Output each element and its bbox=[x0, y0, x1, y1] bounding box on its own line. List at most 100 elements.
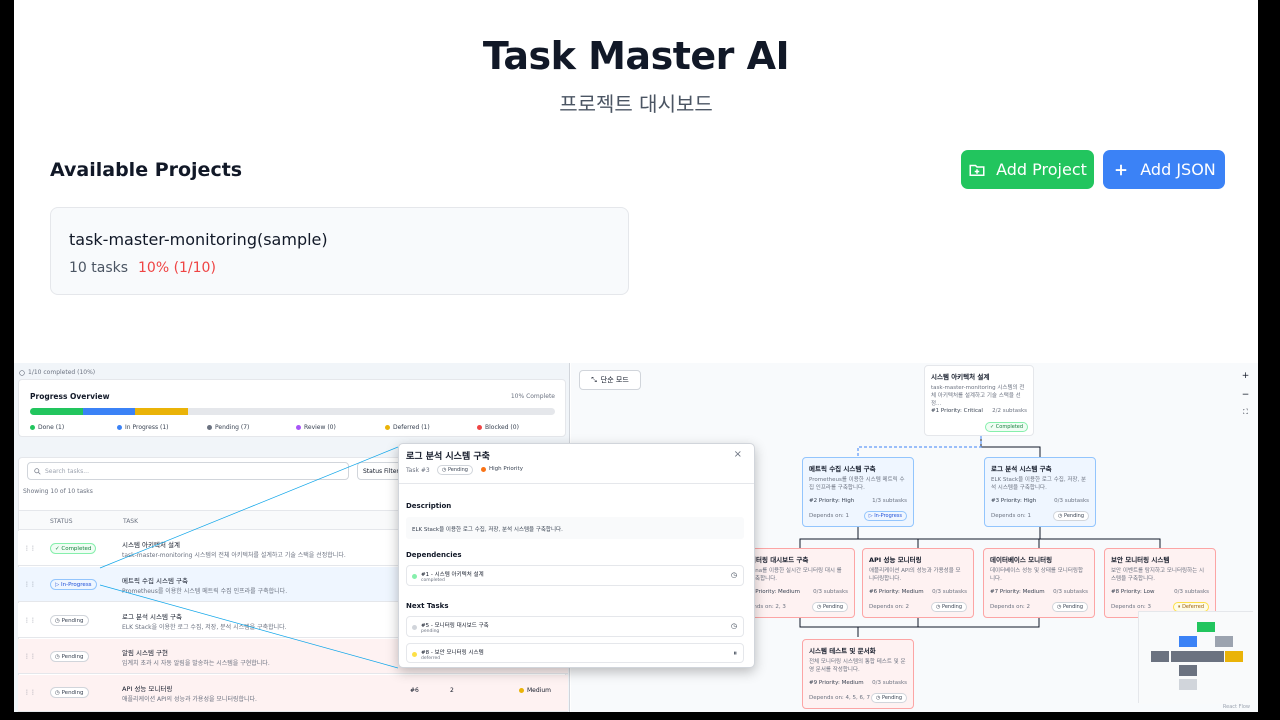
progress-bar-pending bbox=[135, 408, 188, 415]
status-badge: ◷ Pending bbox=[50, 687, 89, 698]
node-status-label: Pending bbox=[823, 604, 843, 610]
next-task-status: deferred bbox=[421, 656, 441, 661]
task-title: 알림 시스템 구현 bbox=[122, 649, 168, 657]
minimap[interactable] bbox=[1138, 611, 1254, 704]
node-depends: Depends on: 3 bbox=[1111, 604, 1152, 610]
next-task-item[interactable]: #5 - 모니터링 대시보드 구축 pending ◷ bbox=[406, 616, 744, 637]
node-subtasks: 0/3 subtasks bbox=[872, 680, 907, 686]
progress-overview-card: Progress Overview 10% Complete Done (1) … bbox=[18, 379, 566, 437]
status-badge-label: Pending bbox=[61, 689, 84, 696]
graph-node[interactable]: 시스템 테스트 및 문서화 전체 모니터링 시스템의 통합 테스트 및 운영 문… bbox=[802, 639, 914, 709]
modal-priority-label: High Priority bbox=[489, 466, 523, 472]
node-desc: Prometheus를 이용한 시스템 메트릭 수집 인프라를 구축합니다. bbox=[809, 477, 905, 491]
node-desc: task-master-monitoring 시스템의 전체 아키텍처를 설계하… bbox=[931, 385, 1025, 407]
node-depends: Depends on: 1 bbox=[991, 513, 1032, 519]
graph-node[interactable]: 메트릭 수집 시스템 구축 Prometheus를 이용한 시스템 메트릭 수집… bbox=[802, 457, 914, 527]
node-title: 시스템 아키텍처 설계 bbox=[931, 373, 990, 381]
node-status-label: Pending bbox=[942, 604, 962, 610]
legend-blocked: Blocked (0) bbox=[477, 424, 519, 431]
status-badge: ◷ Pending bbox=[50, 615, 89, 626]
simple-mode-button[interactable]: ⤡단순 모드 bbox=[579, 370, 641, 390]
simple-mode-label: 단순 모드 bbox=[600, 376, 629, 384]
project-name: task-master-monitoring(sample) bbox=[69, 230, 328, 249]
fit-view-icon[interactable]: ⛶ bbox=[1243, 408, 1248, 416]
node-subtasks: 2/2 subtasks bbox=[992, 408, 1027, 414]
project-card[interactable]: task-master-monitoring(sample) 10 tasks … bbox=[50, 207, 629, 295]
graph-node[interactable]: 시스템 아키텍처 설계 task-master-monitoring 시스템의 … bbox=[924, 365, 1034, 436]
node-status-label: Pending bbox=[1064, 513, 1084, 519]
node-id: #2 bbox=[809, 498, 818, 504]
task-desc: 임계치 초과 시 자동 알림을 발송하는 시스템을 구현합니다. bbox=[122, 660, 270, 667]
col-task: TASK bbox=[123, 518, 139, 525]
legend-review-label: Review (0) bbox=[304, 424, 336, 431]
project-detail-view: 1/10 completed (10%) Progress Overview 1… bbox=[14, 363, 1258, 712]
dependencies-heading: Dependencies bbox=[406, 551, 462, 559]
node-status: ✓ Completed bbox=[985, 422, 1029, 432]
status-badge-label: Pending bbox=[61, 653, 84, 660]
graph-node[interactable]: 데이터베이스 모니터링 데이터베이스 성능 및 상태를 모니터링합 니다. #7… bbox=[983, 548, 1095, 618]
task-deps: 2 bbox=[450, 687, 454, 694]
page-subtitle: 프로젝트 대시보드 bbox=[559, 92, 713, 116]
completed-summary-text: 1/10 completed (10%) bbox=[28, 369, 96, 376]
graph-node[interactable]: 니터링 대시보드 구축 fana를 이용한 실시간 모니터링 대시 를 구축합니… bbox=[743, 548, 855, 618]
legend-deferred-label: Deferred (1) bbox=[393, 424, 430, 431]
project-progress: 10% (1/10) bbox=[138, 260, 216, 276]
folder-plus-icon bbox=[969, 164, 985, 176]
node-id: #1 bbox=[931, 408, 940, 414]
search-icon bbox=[34, 467, 41, 475]
zoom-controls: + − ⛶ bbox=[1239, 371, 1252, 417]
table-row[interactable]: ⋮⋮ ◷ Pending API 성능 모니터링 애플리케이션 API의 성능과… bbox=[18, 675, 568, 712]
node-priority: Priority: Low bbox=[1120, 589, 1155, 595]
showing-count: Showing 10 of 10 tasks bbox=[23, 488, 93, 495]
node-desc: 보안 이벤트를 탐지하고 모니터링하는 시 스템을 구축합니다. bbox=[1111, 568, 1205, 582]
task-title: 메트릭 수집 시스템 구축 bbox=[122, 577, 188, 585]
node-status-label: Deferred bbox=[1182, 604, 1204, 610]
task-id: #6 bbox=[410, 687, 419, 694]
dependency-status: completed bbox=[421, 578, 445, 583]
node-priority: Priority: Medium bbox=[878, 589, 924, 595]
node-subtasks: 0/3 subtasks bbox=[813, 589, 848, 595]
node-status: ◷ Pending bbox=[812, 602, 848, 612]
zoom-in-icon[interactable]: + bbox=[1241, 371, 1250, 381]
node-status-label: Pending bbox=[1063, 604, 1083, 610]
task-title: API 성능 모니터링 bbox=[122, 685, 173, 693]
node-priority: Priority: High bbox=[1000, 498, 1037, 504]
search-box[interactable]: Search tasks... bbox=[27, 462, 349, 480]
close-icon[interactable]: × bbox=[733, 449, 742, 460]
legend-done: Done (1) bbox=[30, 424, 64, 431]
zoom-out-icon[interactable]: − bbox=[1241, 389, 1250, 400]
graph-node[interactable]: API 성능 모니터링 애플리케이션 API의 성능과 가용성을 모 니터링합니… bbox=[862, 548, 974, 618]
add-project-button[interactable]: Add Project bbox=[961, 150, 1094, 189]
dependency-title: #1 - 시스템 아키텍처 설계 bbox=[421, 572, 484, 578]
node-priority: Priority: High bbox=[818, 498, 855, 504]
graph-node[interactable]: 로그 분석 시스템 구축 ELK Stack을 이용한 로그 수집, 저장, 분… bbox=[984, 457, 1096, 527]
col-status: STATUS bbox=[50, 518, 73, 525]
node-id: #8 bbox=[1111, 589, 1120, 595]
node-title: 메트릭 수집 시스템 구축 bbox=[809, 465, 876, 473]
plus-icon bbox=[1116, 164, 1127, 175]
next-task-title: #5 - 모니터링 대시보드 구축 bbox=[421, 623, 489, 629]
search-input[interactable]: Search tasks... bbox=[45, 467, 89, 475]
legend-pending-label: Pending (7) bbox=[215, 424, 250, 431]
react-flow-attribution[interactable]: React Flow bbox=[1222, 704, 1250, 710]
node-status: ◷ Pending bbox=[1052, 602, 1088, 612]
graph-node[interactable]: 보안 모니터링 시스템 보안 이벤트를 탐지하고 모니터링하는 시 스템을 구축… bbox=[1104, 548, 1216, 618]
node-desc: ELK Stack을 이용한 로그 수집, 저장, 분석 시스템을 구축합니다. bbox=[991, 477, 1087, 491]
modal-status-label: Pending bbox=[447, 467, 468, 473]
progress-bar bbox=[30, 408, 555, 415]
node-subtasks: 0/3 subtasks bbox=[1053, 589, 1088, 595]
modal-priority: High Priority bbox=[481, 466, 523, 472]
node-desc: 애플리케이션 API의 성능과 가용성을 모 니터링합니다. bbox=[869, 568, 961, 582]
add-json-button[interactable]: Add JSON bbox=[1103, 150, 1225, 189]
node-title: 보안 모니터링 시스템 bbox=[1111, 556, 1170, 564]
modal-status-badge: ◷ Pending bbox=[437, 465, 473, 475]
next-task-title: #8 - 보안 모니터링 시스템 bbox=[421, 650, 484, 656]
node-priority: Priority: Medium bbox=[755, 589, 801, 595]
dependency-item[interactable]: #1 - 시스템 아키텍처 설계 completed ◷ bbox=[406, 565, 744, 586]
node-title: API 성능 모니터링 bbox=[869, 556, 922, 564]
node-subtasks: 1/3 subtasks bbox=[872, 498, 907, 504]
node-subtasks: 0/3 subtasks bbox=[932, 589, 967, 595]
next-task-item[interactable]: #8 - 보안 모니터링 시스템 deferred ⏸ bbox=[406, 643, 744, 663]
node-priority: Priority: Medium bbox=[818, 680, 864, 686]
node-status: ◷ Pending bbox=[871, 693, 907, 703]
